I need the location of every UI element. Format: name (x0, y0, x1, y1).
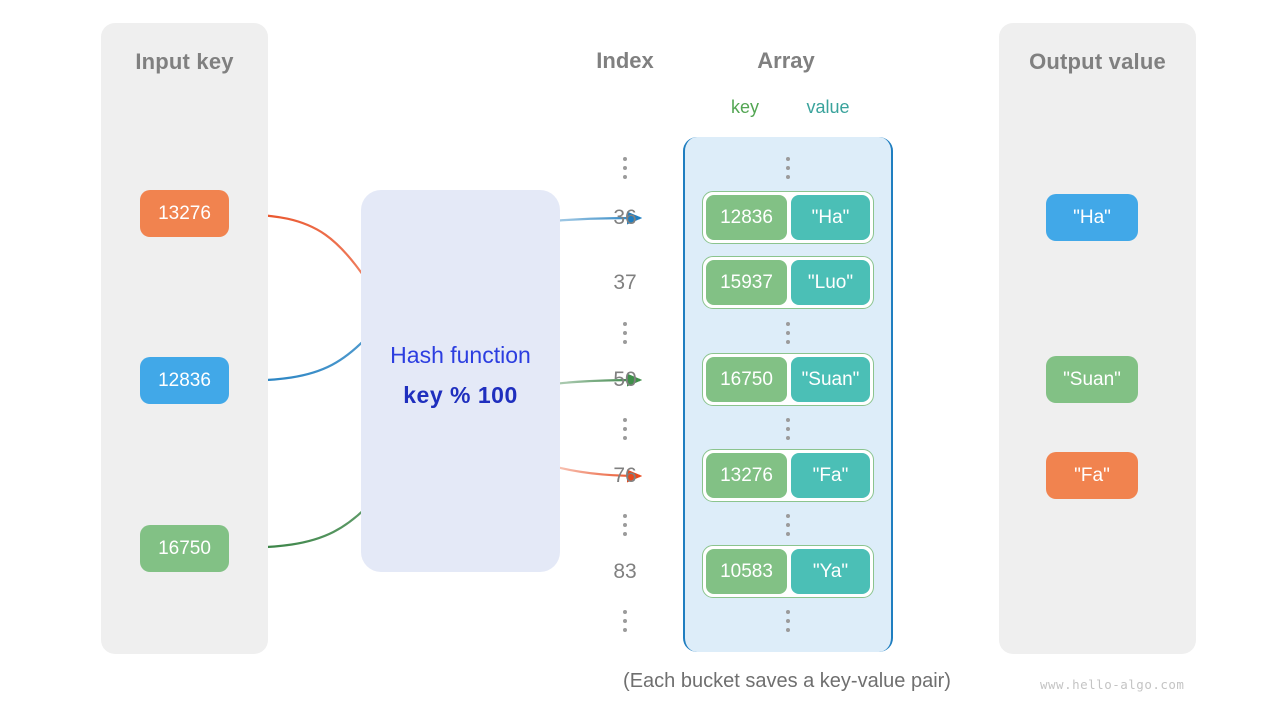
watermark: www.hello-algo.com (1040, 677, 1185, 692)
input-key-item[interactable]: 12836 (140, 357, 229, 404)
input-key-item[interactable]: 13276 (140, 190, 229, 237)
bucket-key: 16750 (706, 357, 787, 402)
bucket-value: "Ya" (791, 549, 870, 594)
index-label-37: 37 (613, 271, 637, 294)
index-label-83: 83 (613, 560, 637, 583)
bucket-row[interactable]: 12836 "Ha" (702, 191, 874, 244)
array-ellipsis (781, 418, 795, 440)
array-ellipsis (781, 514, 795, 536)
output-value-panel: Output value (999, 23, 1196, 654)
hash-function-title: Hash function (390, 342, 531, 368)
output-panel-title: Output value (1029, 49, 1166, 74)
bucket-value: "Fa" (791, 453, 870, 498)
bucket-row[interactable]: 15937 "Luo" (702, 256, 874, 309)
key-subheader: key (730, 97, 759, 117)
hash-function-formula: key % 100 (403, 382, 518, 408)
hash-function-box: Hash function key % 100 (361, 190, 560, 572)
bucket-row[interactable]: 10583 "Ya" (702, 545, 874, 598)
index-label-76: 76 (613, 464, 637, 487)
array-column-header: Array (757, 48, 815, 73)
index-ellipsis (618, 157, 632, 179)
index-ellipsis (618, 610, 632, 632)
input-panel-title: Input key (135, 49, 234, 74)
array-ellipsis (781, 322, 795, 344)
bucket-key: 13276 (706, 453, 787, 498)
bucket-row[interactable]: 13276 "Fa" (702, 449, 874, 502)
diagram-caption: (Each bucket saves a key-value pair) (623, 670, 951, 692)
input-key-item[interactable]: 16750 (140, 525, 229, 572)
bucket-key: 12836 (706, 195, 787, 240)
array-ellipsis (781, 610, 795, 632)
index-ellipsis (618, 514, 632, 536)
bucket-key: 15937 (706, 260, 787, 305)
index-ellipsis (618, 418, 632, 440)
bucket-key: 10583 (706, 549, 787, 594)
bucket-value: "Suan" (791, 357, 870, 402)
bucket-value: "Luo" (791, 260, 870, 305)
bucket-row[interactable]: 16750 "Suan" (702, 353, 874, 406)
bucket-value: "Ha" (791, 195, 870, 240)
output-value-item[interactable]: "Ha" (1046, 194, 1138, 241)
index-column-header: Index (596, 48, 654, 73)
index-ellipsis (618, 322, 632, 344)
index-label-36: 36 (613, 206, 637, 229)
output-value-item[interactable]: "Fa" (1046, 452, 1138, 499)
index-label-50: 50 (613, 368, 637, 391)
value-subheader: value (806, 97, 850, 117)
output-value-item[interactable]: "Suan" (1046, 356, 1138, 403)
array-ellipsis (781, 157, 795, 179)
